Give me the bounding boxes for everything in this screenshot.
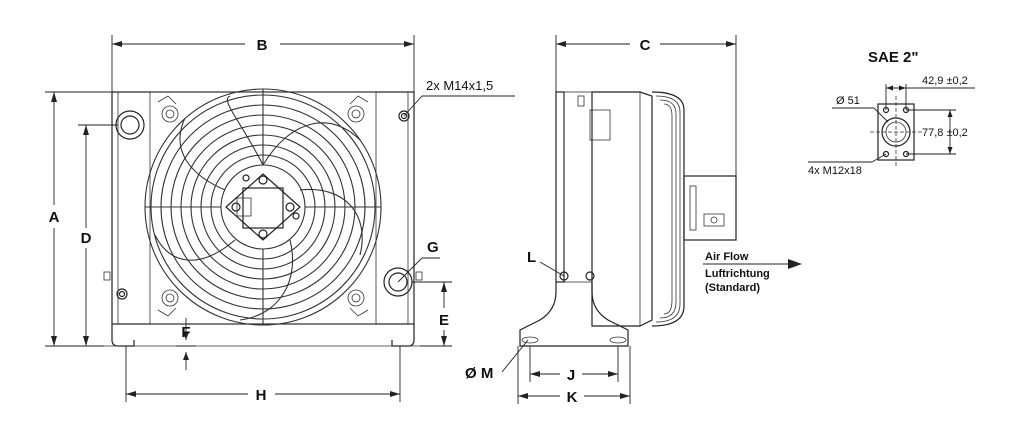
airflow-arrow-icon	[788, 259, 802, 269]
label-m: Ø M	[465, 365, 493, 382]
dimension-k: K	[517, 346, 631, 406]
plug-screw-top	[398, 110, 410, 122]
dimension-g: G	[397, 239, 440, 283]
label-d: D	[81, 230, 92, 247]
airflow-note: Air Flow Luftrichtung (Standard)	[703, 251, 802, 294]
label-g: G	[427, 239, 439, 256]
label-h: H	[256, 387, 267, 404]
dimension-f: F	[176, 318, 196, 370]
side-plate	[555, 91, 565, 283]
dimension-b: B	[111, 35, 415, 92]
airflow-de: Luftrichtung	[705, 268, 770, 280]
dimension-c: C	[555, 35, 737, 176]
flange-title: SAE 2"	[868, 49, 918, 66]
shroud-lugs	[157, 95, 369, 317]
dimension-j: J	[529, 346, 619, 384]
label-b: B	[257, 37, 268, 54]
motor-block	[683, 175, 737, 241]
fan-guard-side	[651, 91, 685, 327]
flange-bore-label: Ø 51	[836, 95, 860, 107]
label-l: L	[527, 249, 536, 266]
side-screw	[559, 271, 569, 281]
upper-port	[115, 110, 145, 140]
shroud-side	[591, 91, 653, 327]
dimension-e: E	[412, 281, 452, 347]
label-k: K	[567, 389, 578, 406]
dimension-h: H	[125, 346, 401, 404]
dimension-l: L	[527, 249, 565, 277]
fan-guard	[144, 88, 382, 326]
dimension-a: A	[45, 91, 112, 347]
label-j: J	[567, 367, 575, 384]
port-callout-text: 2x M14x1,5	[426, 78, 493, 93]
label-e: E	[439, 312, 449, 329]
dimension-d: D	[78, 124, 118, 346]
motor-flange	[225, 173, 301, 241]
label-a: A	[49, 209, 60, 226]
side-foot	[519, 282, 629, 347]
left-foot	[111, 324, 135, 347]
plug-screw-bottom	[116, 288, 128, 300]
flange-bolts-label: 4x M12x18	[808, 165, 862, 177]
label-c: C	[640, 37, 651, 54]
flange-detail: SAE 2" 42,9 ±0,2 77,8 ±0,2 Ø 51 4x M12x1…	[808, 49, 975, 177]
label-f: F	[181, 324, 190, 341]
flange-width: 42,9 ±0,2	[922, 75, 968, 87]
port-callout: 2x M14x1,5	[403, 78, 515, 117]
side-view: C L Air Flow Luftrichtung (Standard) Ø M	[465, 35, 802, 406]
airflow-std: (Standard)	[705, 282, 760, 294]
flange-height: 77,8 ±0,2	[922, 127, 968, 139]
dimension-m: Ø M	[465, 339, 529, 382]
right-foot	[391, 324, 415, 347]
airflow-en: Air Flow	[705, 251, 749, 263]
front-view: B A D 2x M14x1,5	[45, 35, 515, 404]
